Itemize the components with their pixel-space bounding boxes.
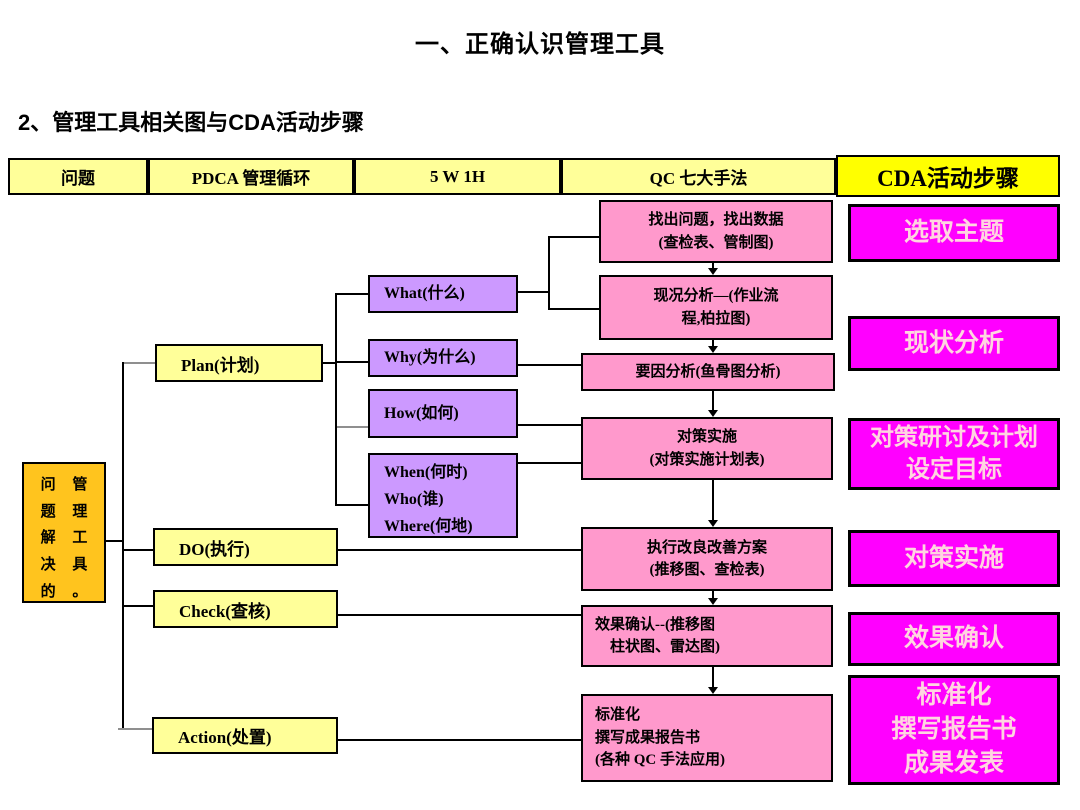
pdca-plan-box: Plan(计划) [155,344,323,382]
header-cda-steps: CDA活动步骤 [836,155,1060,197]
connector-line [337,293,368,295]
connector-line [518,424,581,426]
page-title: 一、正确认识管理工具 [415,31,665,58]
connector-line [518,291,548,293]
header-5w1h: 5 W 1H [354,158,561,195]
pdca-action-box: Action(处置) [152,717,338,754]
connector-line [122,362,124,730]
connector-line [118,728,152,730]
down-arrow-icon [708,391,718,417]
problem-tool-col-left: 问 题 解 决 的 [40,477,56,600]
w5h1-how-box: How(如何) [368,389,518,438]
w5h1-what-box: What(什么) [368,275,518,313]
pdca-check-box: Check(查核) [153,590,338,628]
connector-line [106,540,122,542]
connector-line [124,362,155,364]
qc-step-current-analysis-box: 现况分析—(作业流 程,柏拉图) [599,275,833,340]
qc-step-standardize-box: 标准化 撰写成果报告书 (各种 QC 手法应用) [581,694,833,782]
connector-line [548,236,550,310]
down-arrow-icon [708,480,718,527]
section-subtitle: 2、管理工具相关图与CDA活动步骤 [18,110,364,135]
header-qc: QC 七大手法 [561,158,836,195]
qc-step-countermeasure-box: 对策实施 (对策实施计划表) [581,417,833,480]
connector-line [124,605,153,607]
cda-step-implement-box: 对策实施 [848,530,1060,587]
connector-line [548,236,599,238]
down-arrow-icon [708,340,718,353]
header-pdca: PDCA 管理循环 [148,158,354,195]
connector-line [335,293,337,506]
connector-line [338,614,581,616]
qc-step-effect-confirm-box: 效果确认--(推移图 柱状图、雷达图) [581,605,833,667]
down-arrow-icon [708,591,718,605]
problem-tool-box: 问 题 解 决 的 管 理 工 具 。 [22,462,106,603]
cda-step-report-box: 标准化 撰写报告书 成果发表 [848,675,1060,785]
qc-step-cause-analysis-box: 要因分析(鱼骨图分析) [581,353,835,391]
down-arrow-icon [708,667,718,694]
problem-tool-col-right: 管 理 工 具 。 [72,477,88,600]
pdca-do-box: DO(执行) [153,528,338,566]
connector-line [518,364,581,366]
connector-line [337,504,368,506]
cda-step-select-topic-box: 选取主题 [848,204,1060,262]
w5h1-why-box: Why(为什么) [368,339,518,377]
header-problem: 问题 [8,158,148,195]
connector-line [124,549,153,551]
cda-step-status-analysis-box: 现状分析 [848,316,1060,371]
connector-line [518,462,581,464]
down-arrow-icon [708,263,718,275]
connector-line [337,426,368,428]
connector-line [338,739,581,741]
connector-line [337,361,368,363]
qc-step-execute-improvement-box: 执行改良改善方案 (推移图、查检表) [581,527,833,591]
connector-line [323,362,335,364]
connector-line [338,549,581,551]
qc-step-find-problem-box: 找出问题，找出数据 (查检表、管制图) [599,200,833,263]
cda-step-plan-goal-box: 对策研讨及计划 设定目标 [848,418,1060,490]
cda-step-confirm-box: 效果确认 [848,612,1060,666]
w5h1-when-who-where-box: When(何时) Who(谁) Where(何地) [368,453,518,538]
connector-line [548,308,599,310]
